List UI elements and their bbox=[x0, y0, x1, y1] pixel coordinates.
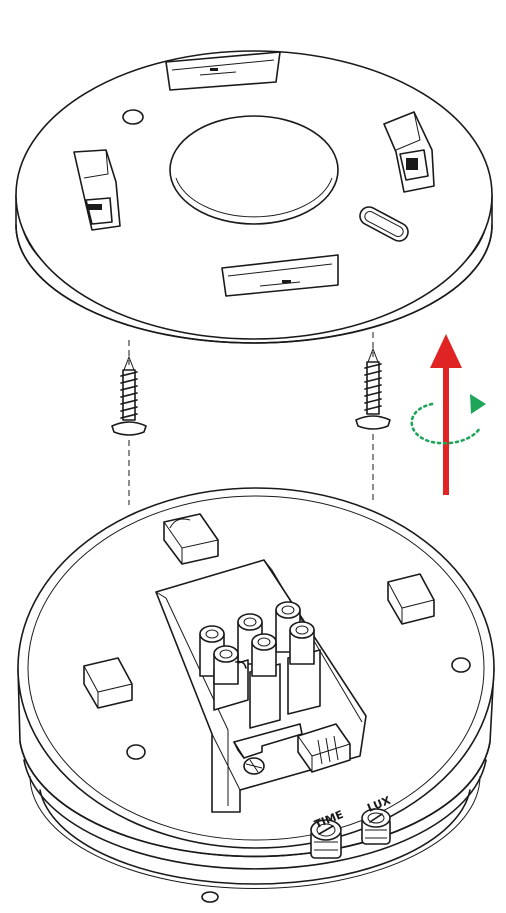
lux-knob: LUX bbox=[361, 794, 393, 845]
mounting-plate bbox=[15, 50, 493, 344]
screw-left bbox=[111, 340, 147, 505]
screw-hole bbox=[122, 109, 144, 125]
clip-slot-top bbox=[165, 51, 281, 91]
terminal-post bbox=[251, 633, 277, 677]
clip-right bbox=[383, 111, 435, 193]
time-knob: TIME bbox=[310, 808, 345, 859]
clip-receiver-top bbox=[163, 513, 219, 565]
base-hole-right bbox=[451, 657, 471, 673]
screw-right bbox=[355, 332, 391, 500]
lift-arrow bbox=[430, 334, 462, 495]
base-unit: TIME LUX bbox=[17, 487, 495, 903]
terminal-post bbox=[289, 621, 315, 665]
clip-left bbox=[73, 149, 121, 231]
center-hole bbox=[169, 115, 339, 225]
slotted-hole bbox=[359, 206, 409, 242]
clip-slot-bottom bbox=[221, 254, 339, 297]
base-hole-left bbox=[126, 744, 146, 760]
rotation-arrow bbox=[410, 394, 486, 445]
terminal-post bbox=[213, 645, 239, 685]
clip-receiver-right bbox=[387, 573, 435, 625]
connector-block bbox=[297, 723, 351, 773]
terminal-block bbox=[199, 601, 321, 775]
clip-receiver-left bbox=[83, 657, 133, 709]
